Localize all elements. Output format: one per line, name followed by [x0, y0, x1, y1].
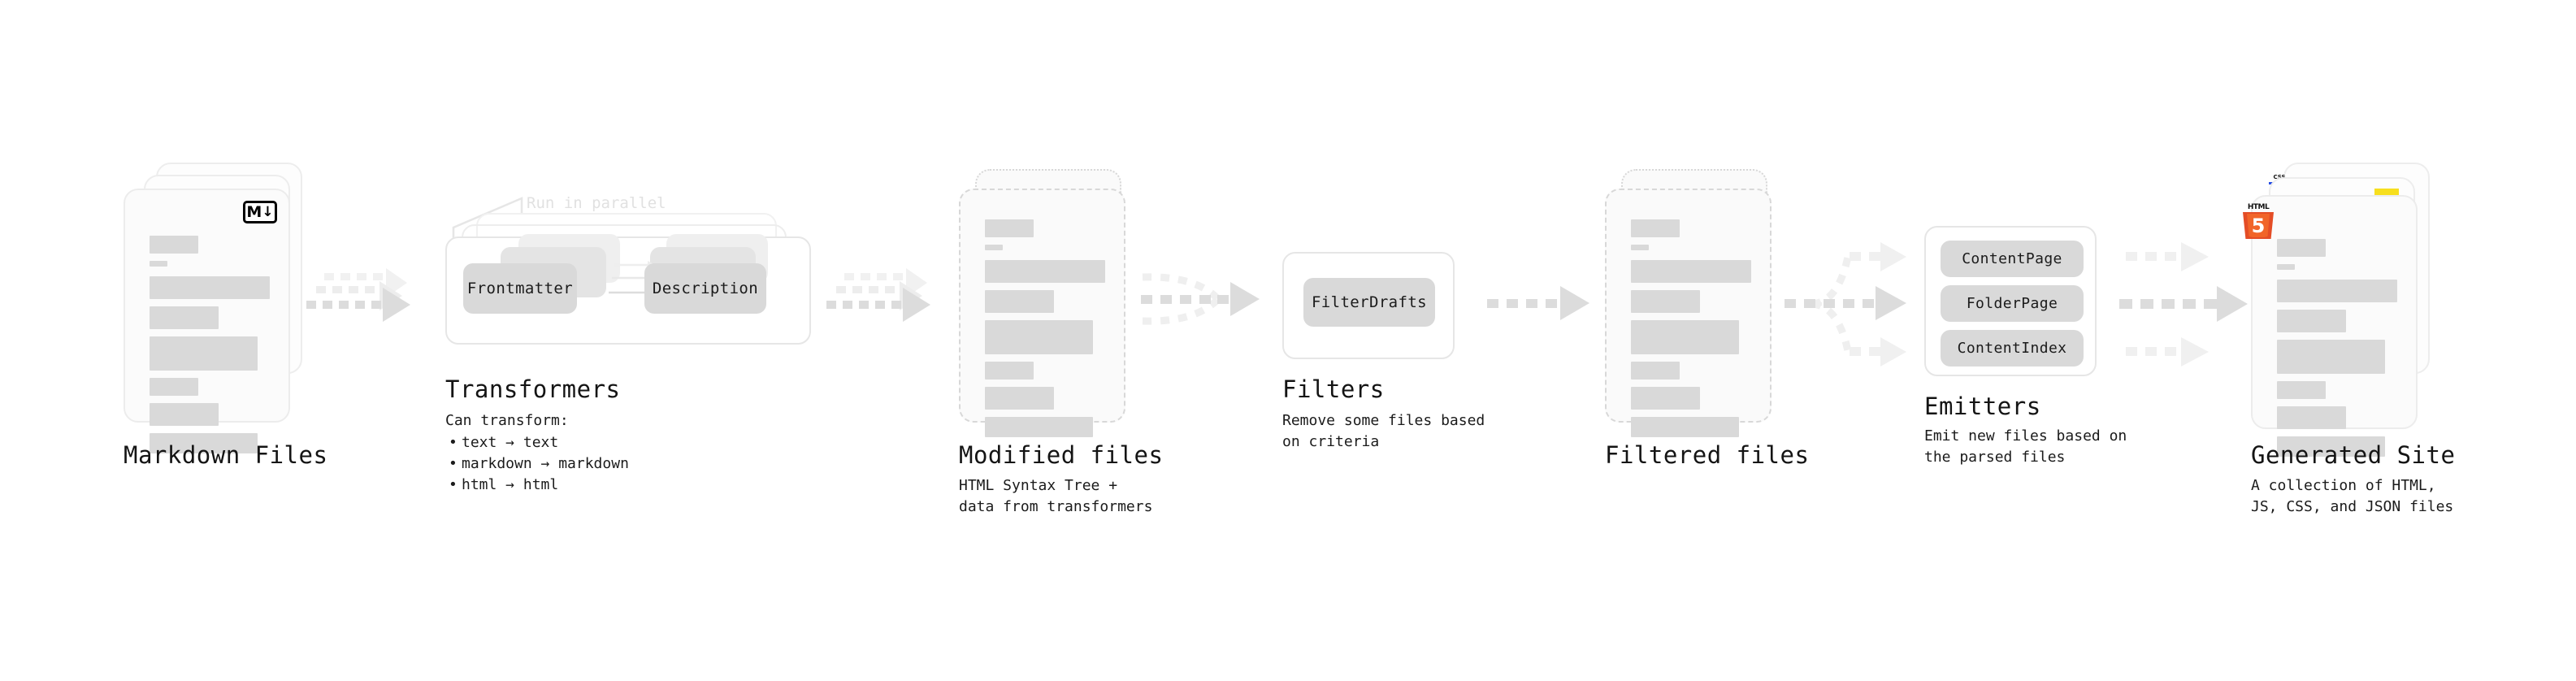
transformers-bullet-list: text → text markdown → markdown html → h…	[445, 432, 629, 496]
filtered-files-title: Filtered files	[1605, 441, 1810, 469]
html5-badge-tag: HTML	[2247, 203, 2270, 211]
filters-subtitle: Remove some files based on criteria	[1282, 412, 1485, 450]
transformer-chip-description[interactable]: Description	[644, 263, 766, 314]
generated-site-card-front: HTML 5	[2243, 195, 2418, 457]
transformers-bullet-0: text → text	[449, 432, 629, 453]
transformers-group: Run in parallel Frontmatter Description	[445, 192, 827, 354]
markdown-file-placeholder-lines	[150, 236, 270, 461]
emitters-subtitle: Emit new files based on the parsed files	[1924, 427, 2127, 466]
markdown-badge-letter: M	[246, 202, 262, 221]
html5-badge-icon: HTML 5	[2243, 203, 2274, 239]
emitter-chip-contentpage-label: ContentPage	[1962, 250, 2062, 267]
html5-badge-shield-inner	[2247, 214, 2270, 237]
arrow-filters-to-filtered	[1487, 286, 1601, 327]
generated-site-stack: CSS HTML 5	[2243, 163, 2446, 457]
markdown-badge-arrow: ↓	[262, 203, 274, 220]
html5-badge-number: 5	[2251, 215, 2266, 237]
emitter-chip-contentpage[interactable]: ContentPage	[1941, 241, 2084, 277]
transformers-bullet-1: markdown → markdown	[449, 453, 629, 475]
filters-title: Filters	[1282, 375, 1385, 403]
filtered-files-stack	[1605, 169, 1792, 437]
modified-files-stack	[959, 169, 1146, 437]
transformer-chip-description-label: Description	[652, 280, 759, 297]
generated-site-subtitle: A collection of HTML, JS, CSS, and JSON …	[2251, 477, 2454, 515]
markdown-files-title: Markdown Files	[124, 441, 328, 469]
filtered-file-placeholder-lines	[1631, 219, 1751, 445]
emitters-card: ContentPage FolderPage ContentIndex	[1924, 226, 2097, 376]
generated-site-title: Generated Site	[2251, 441, 2456, 469]
filtered-file-card-front	[1605, 189, 1772, 437]
modified-files-title: Modified files	[959, 441, 1164, 469]
arrow-filtered-to-emitters	[1780, 229, 1926, 375]
transformer-chip-frontmatter[interactable]: Frontmatter	[463, 263, 577, 314]
filters-card: FilterDrafts	[1282, 252, 1455, 359]
filter-chip-filterdrafts-label: FilterDrafts	[1311, 293, 1428, 311]
emitter-chip-folderpage-label: FolderPage	[1966, 295, 2058, 312]
markdown-files-stack: M↓	[124, 163, 310, 453]
arrow-transformers-to-modified	[825, 268, 930, 341]
transformers-subtitle: Can transform:	[445, 412, 569, 429]
modified-files-subtitle: HTML Syntax Tree + data from transformer…	[959, 477, 1153, 515]
transformers-bullet-2: html → html	[449, 475, 629, 496]
transformers-title: Transformers	[445, 375, 621, 403]
emitter-chip-contentindex[interactable]: ContentIndex	[1941, 330, 2084, 367]
markdown-badge-icon: M↓	[243, 201, 277, 223]
modified-file-placeholder-lines	[985, 219, 1105, 445]
modified-file-card-front	[959, 189, 1125, 437]
emitter-chip-folderpage[interactable]: FolderPage	[1941, 285, 2084, 322]
markdown-file-card-front: M↓	[124, 189, 290, 453]
emitter-chip-contentindex-label: ContentIndex	[1957, 340, 2067, 357]
arrow-modified-to-filters	[1136, 248, 1266, 345]
emitters-title: Emitters	[1924, 393, 2041, 420]
transformer-chip-frontmatter-label: Frontmatter	[466, 280, 574, 297]
arrow-markdown-to-transformers	[305, 268, 410, 341]
generated-site-placeholder-lines	[2277, 239, 2397, 464]
filter-chip-filterdrafts[interactable]: FilterDrafts	[1303, 278, 1435, 327]
run-in-parallel-label: Run in parallel	[527, 194, 666, 212]
arrow-emitters-to-site	[2119, 229, 2257, 375]
